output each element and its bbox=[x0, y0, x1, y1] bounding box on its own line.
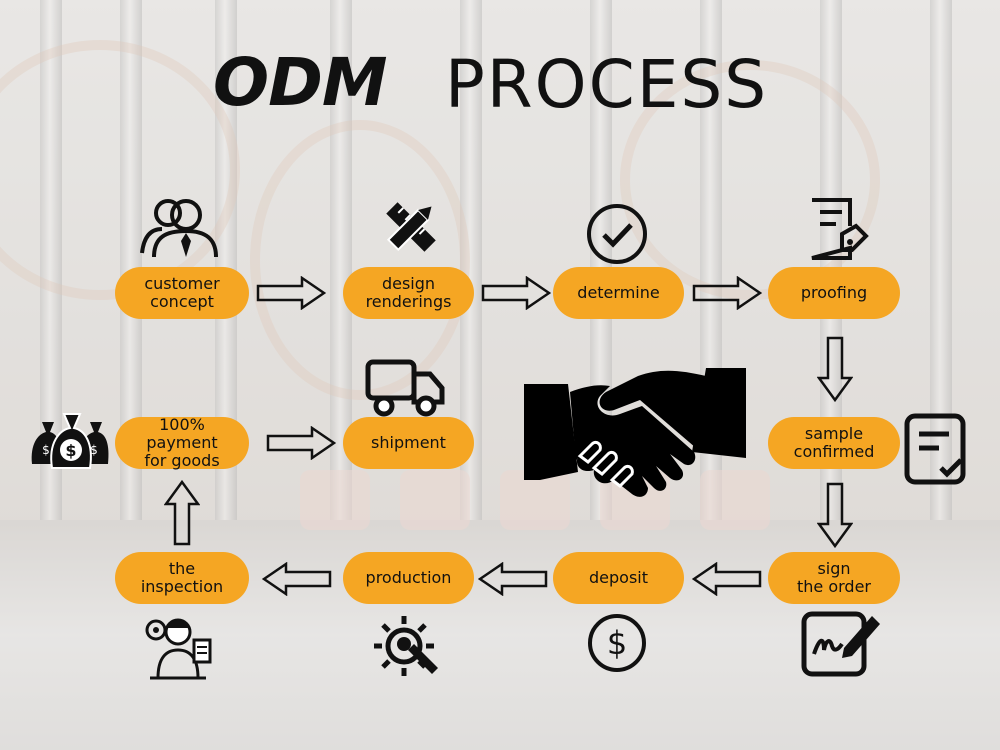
checklist-document-icon bbox=[903, 412, 969, 486]
arrow-left-1 bbox=[692, 562, 762, 596]
arrow-right-2 bbox=[481, 276, 551, 310]
svg-text:$: $ bbox=[90, 443, 98, 457]
step-production: production bbox=[343, 552, 474, 604]
check-circle-icon bbox=[585, 202, 649, 266]
arrow-right-3 bbox=[692, 276, 762, 310]
svg-text:$: $ bbox=[42, 443, 50, 457]
step-shipment: shipment bbox=[343, 417, 474, 469]
svg-text:$: $ bbox=[607, 624, 627, 662]
handshake-icon bbox=[520, 362, 750, 528]
arrow-right-1 bbox=[256, 276, 326, 310]
truck-icon bbox=[364, 358, 448, 420]
step-sample-confirmed: sample confirmed bbox=[768, 417, 900, 469]
title-word: PROCESS bbox=[445, 52, 768, 118]
step-deposit: deposit bbox=[553, 552, 684, 604]
arrow-right-4 bbox=[266, 426, 336, 460]
step-determine: determine bbox=[553, 267, 684, 319]
step-customer-concept: customer concept bbox=[115, 267, 249, 319]
arrow-down-1 bbox=[817, 336, 853, 402]
step-payment: 100% payment for goods bbox=[115, 417, 249, 469]
signature-pen-icon bbox=[800, 608, 882, 680]
step-design-renderings: design renderings bbox=[343, 267, 474, 319]
arrow-left-3 bbox=[262, 562, 332, 596]
step-the-inspection: the inspection bbox=[115, 552, 249, 604]
pencil-ruler-icon bbox=[378, 196, 444, 258]
document-tag-icon bbox=[806, 196, 870, 262]
dollar-circle-icon: $ bbox=[586, 612, 648, 674]
money-bags-icon: $ $ $ bbox=[28, 408, 112, 470]
arrow-left-2 bbox=[478, 562, 548, 596]
gear-wrench-icon bbox=[370, 610, 442, 682]
arrow-down-2 bbox=[817, 482, 853, 548]
step-proofing: proofing bbox=[768, 267, 900, 319]
svg-text:$: $ bbox=[65, 441, 76, 460]
inspector-icon bbox=[140, 610, 216, 680]
title-brand: ODM bbox=[213, 50, 387, 116]
person-with-tie-icon bbox=[140, 195, 220, 261]
step-sign-the-order: sign the order bbox=[768, 552, 900, 604]
arrow-up-1 bbox=[164, 480, 200, 546]
